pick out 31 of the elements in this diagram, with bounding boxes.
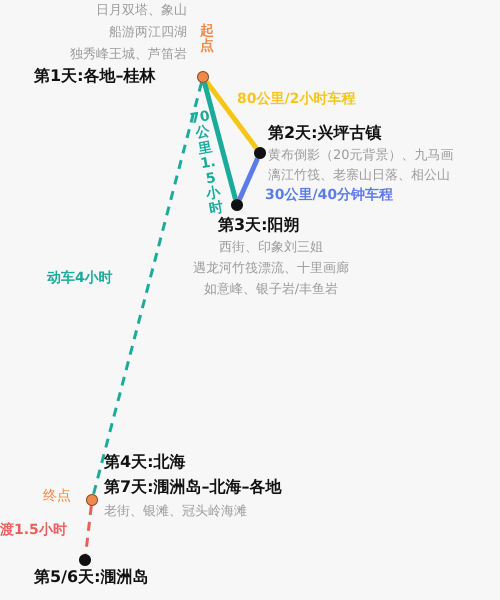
day-title: 第3天:阳朔 <box>218 215 300 234</box>
attractions-text: 老街、银滩、冠头岭海滩 <box>104 504 247 520</box>
route-line <box>204 80 258 150</box>
attractions-text: 遇龙河竹筏漂流、十里画廊 <box>192 261 350 277</box>
dashed-route-line <box>92 82 203 495</box>
day-title: 第4天:北海 <box>104 452 186 472</box>
edge-label: 渡1.5小时 <box>0 522 67 539</box>
attractions-text: 西街、印象刘三姐 <box>218 240 324 256</box>
edge-label: 动车4小时 <box>47 270 113 287</box>
day-title: 第2天:兴坪古镇 <box>268 123 382 142</box>
day-title: 第1天:各地–桂林 <box>34 66 156 86</box>
stop-dot <box>254 147 266 159</box>
attractions-text: 日月双塔、象山 <box>96 3 187 19</box>
day-title: 起点 <box>199 24 216 55</box>
edge-label: 70公里1.5小时 <box>188 108 224 218</box>
stop-dot <box>231 199 243 211</box>
route-line <box>202 82 238 200</box>
stop-dot <box>86 494 98 506</box>
stop-dot <box>197 71 209 83</box>
edge-label: 80公里/2小时车程 <box>237 91 356 108</box>
attractions-text: 船游两江四湖 <box>109 25 187 41</box>
attractions-text: 如意峰、银子岩/丰鱼岩 <box>202 282 340 298</box>
endpoint-label: 终点 <box>43 488 71 505</box>
edge-label: 30公里/40分钟车程 <box>265 187 394 204</box>
attractions-text: 独秀峰王城、芦笛岩 <box>70 47 187 63</box>
day-title: 第7天:涠洲岛–北海–各地 <box>104 477 282 496</box>
day-title: 第5/6天:涠洲岛 <box>34 567 149 586</box>
stop-dot <box>79 554 91 566</box>
route-line <box>237 157 260 201</box>
attractions-text: 黄布倒影（20元背景）、九马画 <box>268 148 454 164</box>
attractions-text: 漓江竹筏、老寨山日落、相公山 <box>268 168 450 184</box>
